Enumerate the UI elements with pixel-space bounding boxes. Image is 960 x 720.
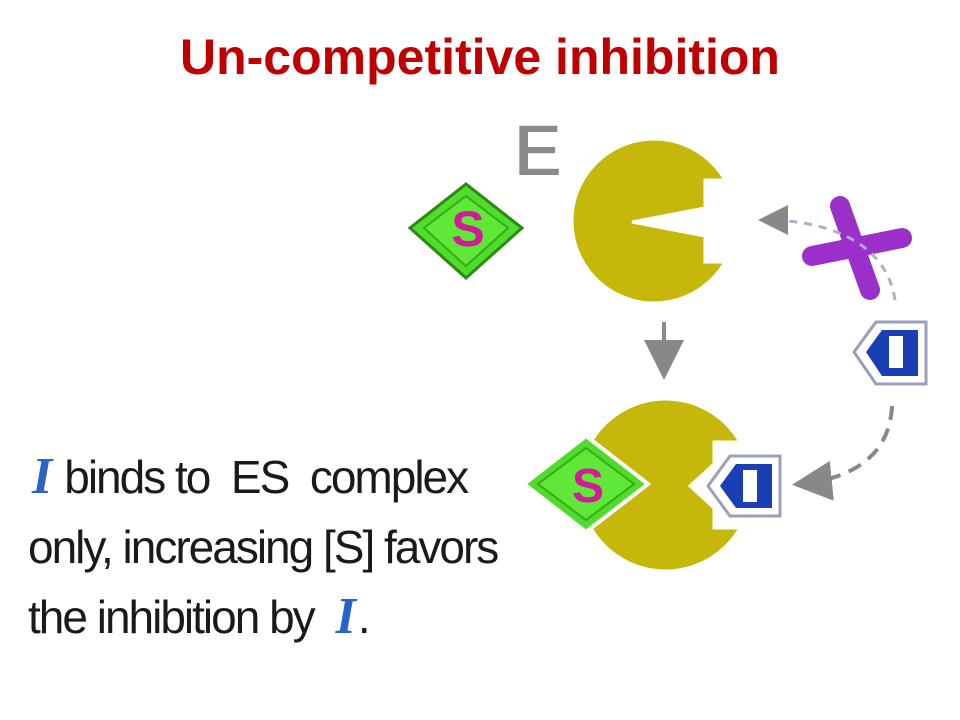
es-complex: S (520, 397, 743, 573)
free-substrate: S (407, 182, 525, 281)
substrate-letter: S (451, 201, 484, 257)
caption-line-3: the inhibition by I. (28, 582, 548, 652)
caption-line-3-end: . (357, 591, 371, 643)
caption-line-3-text: the inhibition by (28, 591, 316, 643)
blocked-mark-icon (802, 196, 912, 300)
caption-line-2: only, increasing [S] favors (28, 521, 499, 573)
bound-substrate-letter: S (572, 460, 604, 513)
inhibitor-symbol: I (32, 448, 52, 505)
caption-line-1-text: binds to ES complex (64, 451, 469, 503)
free-inhibitor (852, 320, 928, 386)
free-enzyme (570, 137, 728, 305)
blocked-binding-arrow (758, 205, 897, 301)
enzyme-label: E (513, 109, 562, 192)
inhibitor-symbol-2: I (335, 588, 356, 645)
inhibitor-binding-arrow (792, 405, 894, 501)
bound-inhibitor (706, 454, 782, 518)
page-title: Un-competitive inhibition (180, 29, 780, 85)
